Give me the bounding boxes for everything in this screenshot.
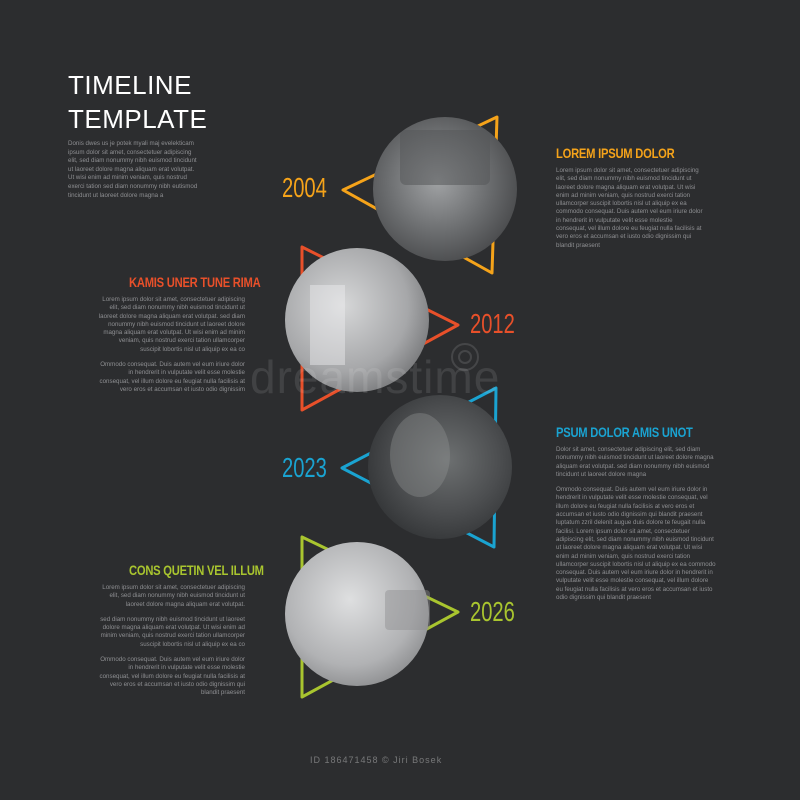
- image-shape-2026: [385, 590, 430, 630]
- event-paragraph: Dolor sit amet, consectetuer adipiscing …: [556, 446, 714, 478]
- event-paragraph: Lorem ipsum dolor sit amet, consectetuer…: [556, 167, 703, 249]
- event-paragraph: Lorem ipsum dolor sit amet, consectetuer…: [102, 584, 245, 608]
- year-2012: 2012: [470, 308, 515, 339]
- event-heading-2023: PSUM DOLOR AMIS UNOT: [556, 424, 693, 440]
- watermark-text: dreamstime: [250, 351, 501, 403]
- event-text-2012: Lorem ipsum dolor sit amet, consectetuer…: [97, 296, 245, 401]
- event-paragraph: Ommodo consequat. Duis autem vel eum iri…: [556, 486, 716, 602]
- title-line-1: TIMELINE: [68, 70, 192, 100]
- intro-text: Donis dwes us je potek myali maj evelekt…: [68, 140, 198, 199]
- event-heading-2026: CONS QUETIN VEL ILLUM: [129, 562, 264, 578]
- image-shape-2023: [390, 413, 450, 497]
- event-paragraph: Ommodo consequat. Duis autem vel eum iri…: [99, 361, 246, 393]
- image-circle-2012: [285, 248, 429, 392]
- year-2023: 2023: [282, 452, 327, 483]
- watermark-id: ID 186471458 © Jiri Bosek: [310, 755, 443, 765]
- year-2026: 2026: [470, 596, 515, 627]
- event-heading-2004: LOREM IPSUM DOLOR: [556, 145, 675, 161]
- event-text-2026: Lorem ipsum dolor sit amet, consectetuer…: [97, 584, 246, 705]
- event-paragraph: Lorem ipsum dolor sit amet, consectetuer…: [98, 296, 245, 353]
- event-text-2004: Lorem ipsum dolor sit amet, consectetuer…: [556, 167, 704, 257]
- watermark-logo-icon: [451, 343, 479, 371]
- image-circle-2023: [368, 395, 512, 539]
- event-heading-2012: KAMIS UNER TUNE RIMA: [129, 274, 261, 290]
- event-text-2023: Dolor sit amet, consectetuer adipiscing …: [556, 446, 716, 609]
- title-line-2: TEMPLATE: [68, 104, 208, 134]
- event-paragraph: sed diam nonummy nibh euismod tincidunt …: [100, 615, 245, 648]
- image-shape-2004: [400, 130, 490, 185]
- image-circle-2026: [285, 542, 429, 686]
- image-shape-2012: [310, 285, 345, 365]
- watermark-logo-inner-icon: [458, 350, 472, 364]
- page-title: TIMELINE TEMPLATE: [68, 68, 207, 136]
- year-2004: 2004: [282, 172, 327, 203]
- event-paragraph: Ommodo consequat. Duis autem vel eum iri…: [99, 656, 246, 697]
